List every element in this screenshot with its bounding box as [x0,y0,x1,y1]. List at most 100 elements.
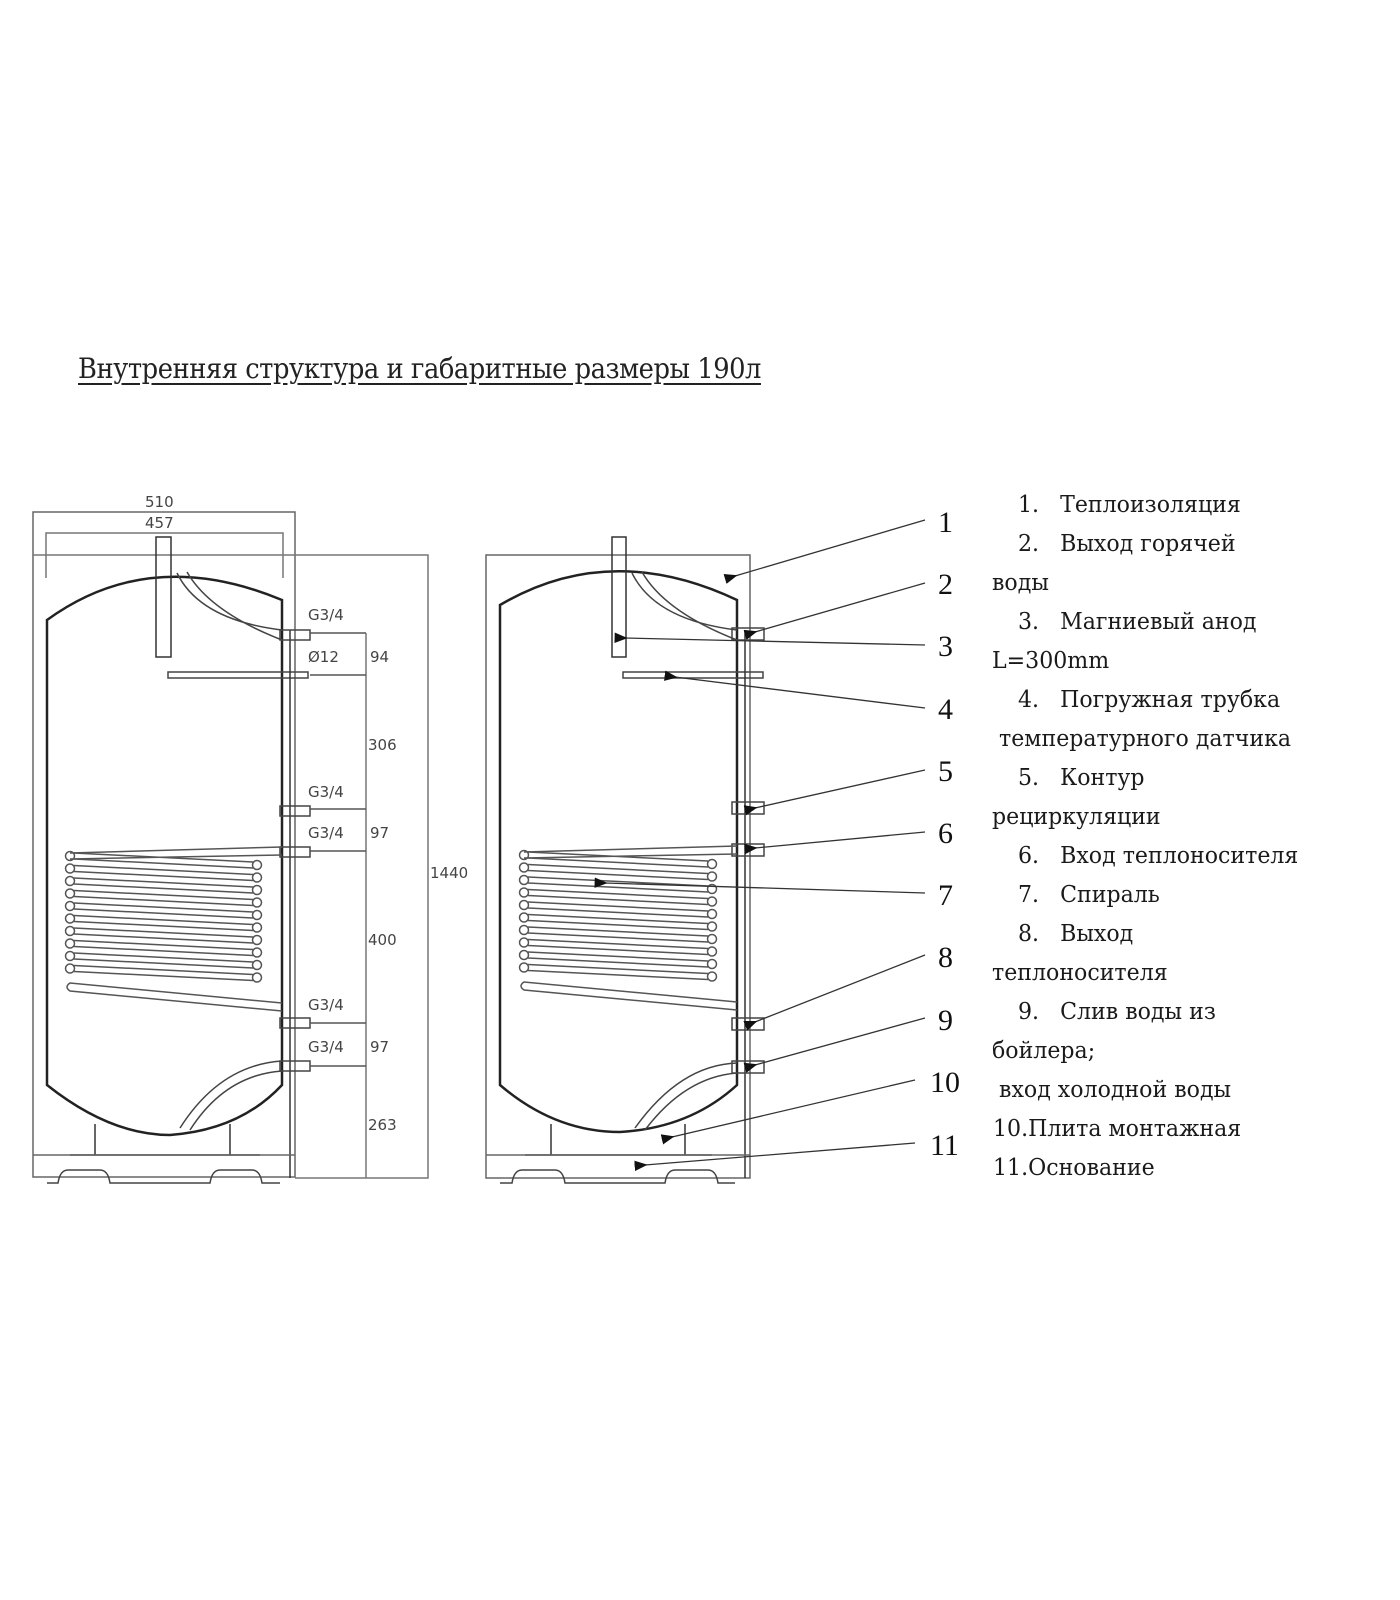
legend-line: 1. Теплоизоляция [1018,492,1241,518]
coil-tube [73,902,254,913]
coil-tube [73,908,254,919]
leader-1 [723,519,926,584]
dim-97-top: 97 [370,824,389,842]
callout-4: 4 [938,693,953,726]
callout-drawing [485,536,765,1184]
coil-tube [73,883,254,894]
callout-9: 9 [938,1004,953,1037]
coil-tube [527,926,709,937]
leader-10 [660,1079,916,1145]
coil-turn-right [706,971,718,982]
coil-turn-left [64,950,76,962]
legend-line: 7. Спираль [1018,882,1160,908]
coil-tube [73,889,254,901]
coil-turn-right [706,883,718,895]
coil-tube [527,882,709,893]
fitting-label-cold: G3/4 [308,1038,344,1056]
coil-tube [527,963,709,975]
coil-tube [73,914,254,926]
dim-306: 306 [368,736,397,754]
legend-line: L=300mm [992,648,1110,674]
diagram-title: Внутренняя структура и габаритные размер… [78,352,761,385]
legend-line: рециркуляции [992,804,1161,830]
coil-tube [527,951,709,962]
callout-5: 5 [938,755,953,788]
coil-tube [527,894,709,906]
insulation-casing [485,554,751,1179]
coil-tube [523,845,738,853]
callout-8: 8 [938,941,953,974]
dim-total-height: 1440 [430,864,468,882]
coil-tube [73,920,254,932]
coil-turn-left [518,937,530,948]
coil-tube [527,969,709,981]
coil-tube [73,864,254,876]
dim-400: 400 [368,931,397,949]
coil-tube [73,952,254,963]
coil-tube [73,858,254,869]
coil-tube [527,863,709,875]
dim-263: 263 [368,1116,397,1134]
coil-turn-left [518,849,530,861]
coil-tube [73,852,254,863]
coil-turn-left [518,912,530,923]
coil-turn-right [251,972,263,983]
legend-line: 6. Вход теплоносителя [1018,843,1299,869]
coil-turn-right [251,897,263,908]
coil-tube [73,970,254,982]
coil-tube [527,913,709,925]
coil-turn-right [251,959,263,971]
tank-body [45,575,284,1137]
height-frame [33,554,429,1179]
coil-turn-left [64,850,76,862]
coil-turn-right [706,871,718,882]
coil-turn-left [518,862,530,873]
coil-turn-left [518,887,530,898]
legend-line: бойлера; [992,1038,1096,1064]
leader-3 [614,632,926,646]
coil-turn-right [706,896,718,907]
coil-turn-left [518,949,530,961]
coil-tube [69,846,283,854]
coil-tube [527,901,709,912]
leader-2 [743,582,926,640]
coil-turn-left [64,900,76,912]
coil-turn-left [64,863,76,874]
legend-line: 8. Выход [1018,921,1134,947]
callout-leaders [594,519,926,1172]
sensor-tube [167,671,309,679]
legend-line: 5. Контур [1018,765,1145,791]
leader-8 [743,954,926,1031]
coil-tube [523,853,738,859]
coil-tube [527,944,709,956]
coil-turn-right [706,921,718,932]
coil-tube [73,945,254,957]
coil-tube [69,854,283,860]
legend-line: температурного датчика [992,726,1292,752]
coil-turn-right [251,947,263,958]
coil-turn-right [251,859,263,871]
coil-tube [527,919,709,931]
coil-turn-left [518,874,530,886]
fitting-label-hot: G3/4 [308,606,344,624]
coil-tube [73,958,254,969]
legend-line: 9. Слив воды из [1018,999,1216,1025]
coil-tube [73,933,254,944]
dim-97-bottom: 97 [370,1038,389,1056]
coil-tube [73,964,254,976]
legend-line: вход холодной воды [992,1077,1232,1103]
coil-turn-left [64,938,76,949]
coil-tube [73,870,254,882]
coil-return-tube [520,981,738,1011]
coil-turn-left [64,925,76,937]
legend-line: 3. Магниевый анод [1018,609,1257,635]
leader-6 [744,831,926,855]
coil-tube [527,932,709,943]
coil-turn-right [706,933,718,945]
coil-tube [527,869,709,881]
leader-11 [634,1142,916,1172]
fitting-label-coil-out: G3/4 [308,996,344,1014]
coil-tube [527,876,709,887]
coil-turn-left [64,963,76,974]
